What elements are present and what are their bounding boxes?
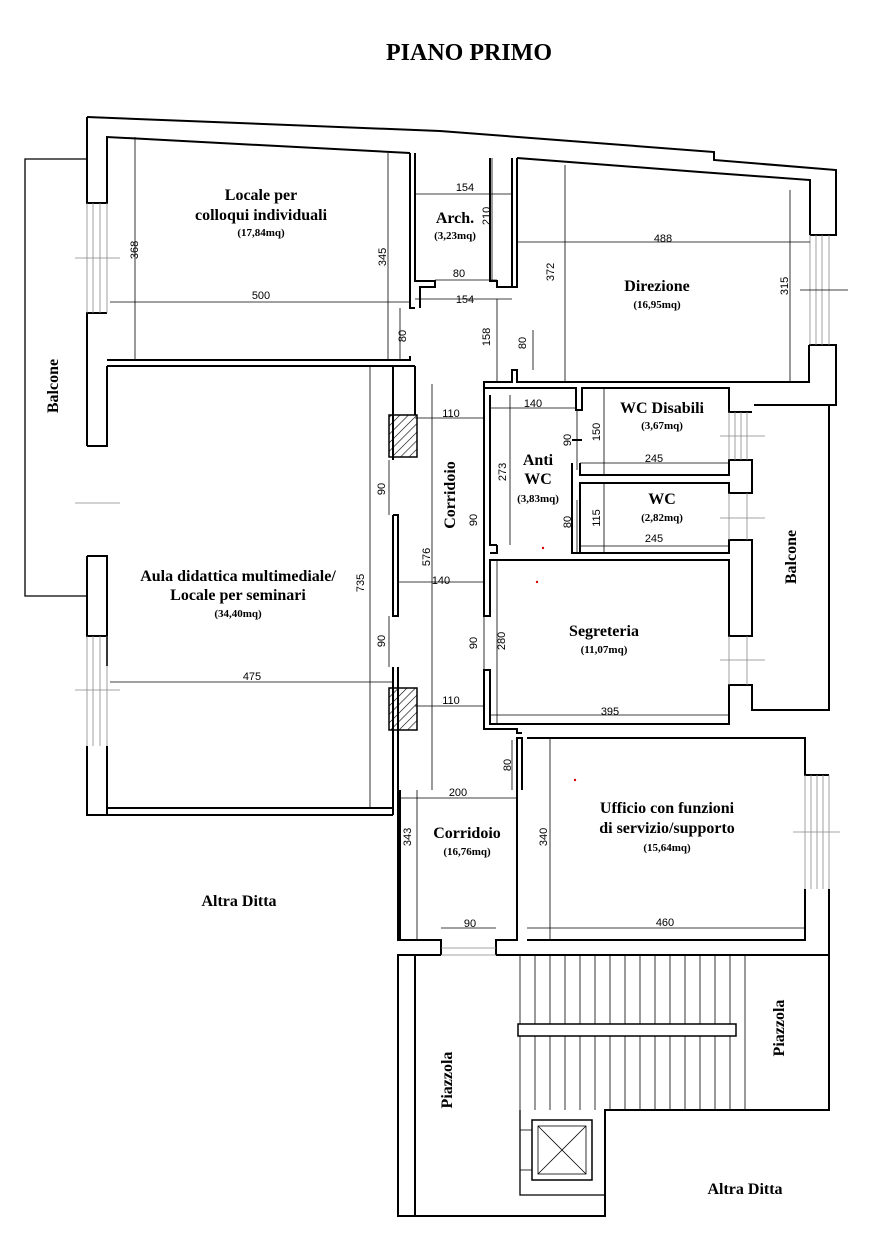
room-ufficio-name2: di servizio/supporto (599, 820, 735, 837)
dim-aula-door-bottom: 90 (376, 635, 388, 647)
room-aula-name2: Locale per seminari (170, 587, 306, 604)
dim-ufficio-door: 80 (502, 759, 514, 771)
room-aula-name1: Aula didattica multimediale/ (140, 568, 336, 585)
dim-segr-height: 280 (496, 632, 508, 650)
room-anti-wc-area: (3,83mq) (517, 493, 559, 505)
dim-wc-door-left: 90 (468, 514, 480, 526)
room-ufficio-name1: Ufficio con funzioni (600, 800, 735, 817)
room-segreteria-name: Segreteria (569, 623, 639, 640)
dimension-lines (110, 137, 810, 940)
dim-corridor-140: 140 (432, 575, 450, 587)
dim-aula-width: 475 (243, 671, 261, 683)
staircase (517, 955, 746, 1181)
balcone-left-label: Balcone (45, 359, 62, 413)
room-direzione-area: (16,95mq) (633, 299, 681, 311)
dim-direzione-height: 372 (545, 263, 557, 281)
dim-ufficio-width: 460 (656, 917, 674, 929)
balcone-right-label: Balcone (783, 530, 800, 584)
windows (75, 203, 848, 956)
dim-segr-door: 90 (468, 637, 480, 649)
dim-colloqui-height: 368 (129, 241, 141, 259)
room-segreteria-area: (11,07mq) (581, 644, 628, 656)
room-aula-area: (34,40mq) (214, 608, 262, 620)
dim-anti-door: 90 (562, 434, 574, 446)
room-archivio-name: Arch. (436, 210, 474, 227)
pillar-upper (388, 414, 418, 458)
dim-corr2-height: 343 (402, 828, 414, 846)
dim-aula-door-top: 90 (376, 483, 388, 495)
dim-arch-width-bottom: 154 (456, 294, 474, 306)
dim-wc-height: 115 (591, 509, 603, 527)
dim-arch-door: 80 (453, 268, 465, 280)
room-wc-disabili-name: WC Disabili (620, 400, 705, 417)
dim-corr2-width: 200 (449, 787, 467, 799)
room-ufficio-area: (15,64mq) (643, 842, 691, 854)
dim-segr-width: 395 (601, 706, 619, 718)
dim-ufficio-height: 340 (538, 828, 550, 846)
dim-corr2-door: 90 (464, 918, 476, 930)
red-dot (573, 778, 577, 782)
dim-direzione-window: 315 (779, 277, 791, 295)
dim-direzione-door: 80 (517, 337, 529, 349)
dim-arch-height: 210 (481, 207, 493, 225)
room-corridoio-lower-name: Corridoio (433, 825, 501, 842)
room-anti-wc-name2: WC (524, 471, 552, 488)
red-dot (541, 546, 545, 550)
room-direzione-name: Direzione (624, 278, 689, 295)
room-colloqui-name2: colloqui individuali (195, 207, 328, 224)
dim-wc-door: 80 (562, 516, 574, 528)
dim-aula-height: 735 (355, 574, 367, 592)
altra-ditta-left-label: Altra Ditta (201, 893, 276, 910)
room-colloqui-area: (17,84mq) (237, 227, 285, 239)
piazzola-left-label: Piazzola (439, 1052, 456, 1109)
room-corridoio-upper-name: Corridoio (442, 461, 459, 529)
dim-wcd-height: 150 (591, 423, 603, 441)
dim-colloqui-door: 80 (397, 330, 409, 342)
room-wc-area: (2,82mq) (641, 512, 683, 524)
dim-corridor-158: 158 (481, 328, 493, 346)
dim-direzione-width: 488 (654, 233, 672, 245)
plan-title: PIANO PRIMO (386, 40, 552, 66)
dim-corridor-110-top: 110 (442, 408, 460, 420)
dim-wcd-width: 245 (645, 453, 663, 465)
red-dot (535, 580, 539, 584)
room-archivio-area: (3,23mq) (434, 230, 476, 242)
walls (24, 116, 837, 1217)
dim-anti-width: 140 (524, 398, 542, 410)
dim-anti-height: 273 (497, 463, 509, 481)
dim-wc-width: 245 (645, 533, 663, 545)
dim-arch-width: 154 (456, 182, 474, 194)
dim-corridor-110-bottom: 110 (442, 695, 460, 707)
room-anti-wc-name1: Anti (523, 452, 554, 469)
room-colloqui-name1: Locale per (225, 187, 297, 204)
dim-colloqui-height-inner: 345 (377, 248, 389, 266)
piazzola-right-label: Piazzola (771, 1000, 788, 1057)
pillar-lower (388, 687, 418, 731)
dim-corridor-576: 576 (421, 548, 433, 566)
room-corridoio-lower-area: (16,76mq) (443, 846, 491, 858)
dim-colloqui-width: 500 (252, 290, 270, 302)
altra-ditta-right-label: Altra Ditta (707, 1181, 782, 1198)
room-wc-name: WC (648, 491, 676, 508)
room-wc-disabili-area: (3,67mq) (641, 420, 683, 432)
